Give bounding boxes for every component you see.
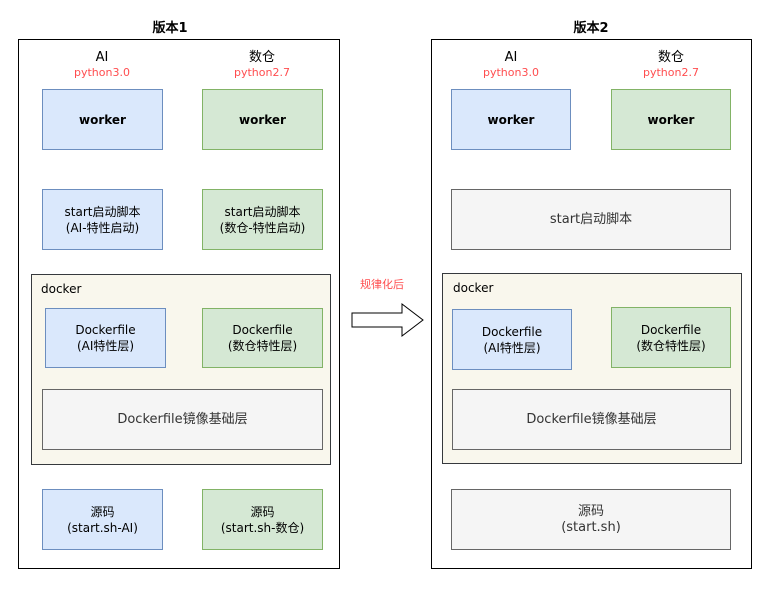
v2-worker-ai-label: worker	[487, 112, 535, 127]
v1-dockerfile-ai-line2: (AI特性层)	[76, 339, 135, 353]
v1-column-ai-name: AI	[95, 50, 109, 65]
v1-start-dc-box: start启动脚本 (数仓-特性启动)	[202, 189, 323, 250]
v2-column-dc-python-version: python2.7	[643, 66, 699, 79]
v2-source-line1: 源码	[577, 503, 604, 519]
v1-source-dc-line1: 源码	[250, 504, 275, 519]
version2-title: 版本2	[573, 21, 609, 36]
v2-source-line2: (start.sh)	[561, 519, 621, 535]
v1-dockerfile-ai-box: Dockerfile (AI特性层)	[45, 308, 166, 368]
v1-start-ai-line1: start启动脚本	[64, 204, 141, 219]
v1-docker-label: docker	[41, 282, 82, 296]
v1-dockerfile-base-box: Dockerfile镜像基础层	[42, 389, 323, 450]
v1-column-ai-python-version: python3.0	[74, 66, 130, 79]
v1-start-ai-box: start启动脚本 (AI-特性启动)	[42, 189, 163, 250]
v1-source-dc-line2: (start.sh-数仓)	[220, 520, 305, 535]
v1-source-ai-box: 源码 (start.sh-AI)	[42, 489, 163, 550]
transform-arrow-icon	[351, 302, 424, 338]
v2-column-ai-name: AI	[504, 50, 518, 65]
v2-dockerfile-ai-line1: Dockerfile	[481, 324, 543, 339]
v2-dockerfile-dc-line1: Dockerfile	[640, 322, 702, 337]
v1-dockerfile-dc-line1: Dockerfile	[232, 323, 293, 337]
v1-dockerfile-dc-box: Dockerfile (数仓特性层)	[202, 308, 323, 368]
transform-arrow-label: 规律化后	[360, 278, 404, 291]
v2-docker-label: docker	[453, 281, 494, 295]
v2-worker-dc-box: worker	[611, 89, 731, 150]
v2-dockerfile-ai-line2: (AI特性层)	[483, 340, 541, 355]
v1-dockerfile-base-label: Dockerfile镜像基础层	[117, 411, 248, 427]
v2-dockerfile-ai-box: Dockerfile (AI特性层)	[452, 309, 572, 370]
v2-dockerfile-base-label: Dockerfile镜像基础层	[526, 411, 657, 427]
v2-source-box: 源码 (start.sh)	[451, 489, 731, 550]
v1-start-dc-line1: start启动脚本	[224, 204, 301, 219]
v1-column-dc-name: 数仓	[248, 50, 275, 65]
v1-dockerfile-dc-line2: (数仓特性层)	[227, 339, 298, 353]
v1-dockerfile-ai-line1: Dockerfile	[75, 323, 136, 337]
v1-worker-ai-box: worker	[42, 89, 163, 150]
v1-worker-dc-box: worker	[202, 89, 323, 150]
v1-worker-ai-label: worker	[79, 112, 126, 127]
v2-column-ai-python-version: python3.0	[483, 66, 539, 79]
v1-column-dc-python-version: python2.7	[234, 66, 290, 79]
v2-worker-dc-label: worker	[647, 112, 695, 127]
v2-worker-ai-box: worker	[451, 89, 571, 150]
v1-start-ai-line2: (AI-特性启动)	[65, 220, 140, 235]
v2-dockerfile-base-box: Dockerfile镜像基础层	[452, 389, 731, 450]
v1-source-ai-line1: 源码	[90, 504, 115, 519]
v1-source-dc-box: 源码 (start.sh-数仓)	[202, 489, 323, 550]
version1-title: 版本1	[152, 21, 188, 36]
v2-column-dc-name: 数仓	[657, 50, 684, 65]
v1-worker-dc-label: worker	[239, 112, 286, 127]
v2-start-script-label: start启动脚本	[549, 211, 633, 227]
v2-dockerfile-dc-box: Dockerfile (数仓特性层)	[611, 307, 731, 368]
v2-dockerfile-dc-line2: (数仓特性层)	[636, 338, 706, 353]
v1-source-ai-line2: (start.sh-AI)	[67, 520, 138, 535]
v1-start-dc-line2: (数仓-特性启动)	[219, 220, 306, 235]
v2-start-script-box: start启动脚本	[451, 189, 731, 250]
